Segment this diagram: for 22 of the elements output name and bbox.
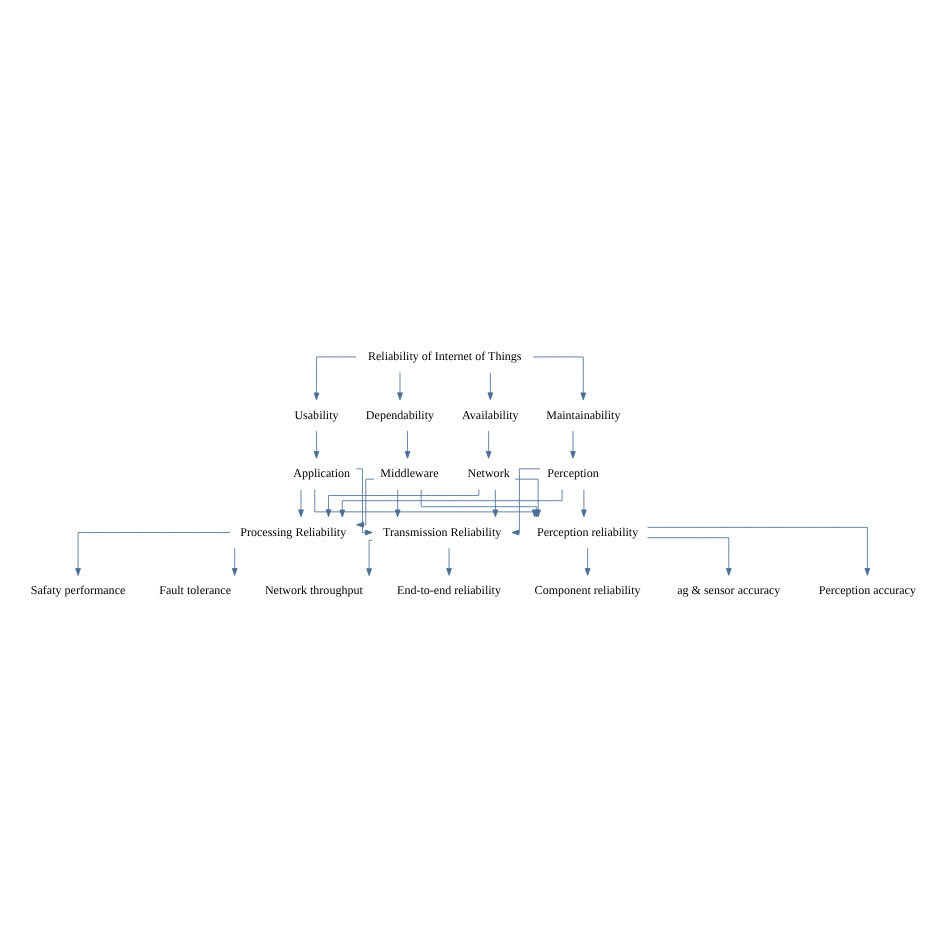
arrow: [404, 430, 411, 459]
arrow: [355, 468, 373, 536]
arrow: [647, 526, 871, 576]
arrow: [356, 478, 375, 528]
arrow: [581, 489, 587, 518]
arrow: [584, 547, 591, 576]
arrow: [298, 489, 304, 518]
arrow: [313, 430, 320, 459]
arrow: [325, 489, 480, 518]
arrow: [485, 430, 492, 459]
arrow: [397, 372, 403, 401]
arrow: [487, 372, 494, 401]
arrow: [532, 356, 587, 401]
arrow: [313, 356, 357, 401]
arrow: [75, 532, 231, 576]
arrow: [647, 537, 732, 576]
arrow: [446, 547, 452, 576]
arrow: [366, 539, 373, 576]
arrow: [570, 430, 576, 459]
arrow: [394, 489, 401, 518]
arrow: [492, 489, 499, 518]
arrow: [231, 547, 238, 576]
